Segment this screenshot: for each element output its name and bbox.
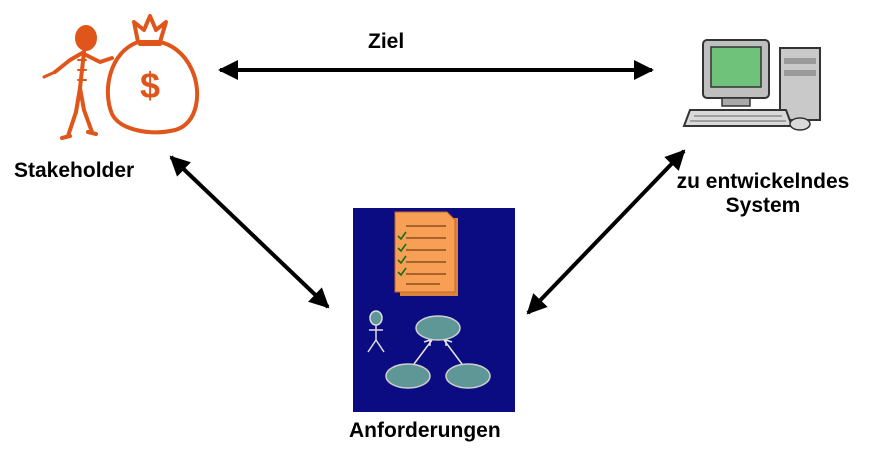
stakeholder-icon: $ <box>42 14 200 140</box>
goal-label: Ziel <box>368 30 405 53</box>
system-requirements-arrow <box>526 149 686 315</box>
requirements-label: Anforderungen <box>349 419 501 442</box>
stakeholder-label: Stakeholder <box>14 159 135 182</box>
system-label-line2: System <box>725 194 801 217</box>
requirements-icon <box>353 208 515 412</box>
computer-icon <box>682 39 821 131</box>
system-label: zu entwickelndes System <box>668 170 858 218</box>
svg-text:$: $ <box>140 65 160 106</box>
system-label-line1: zu entwickelndes <box>676 170 850 193</box>
stakeholder-requirements-arrow <box>169 155 330 309</box>
